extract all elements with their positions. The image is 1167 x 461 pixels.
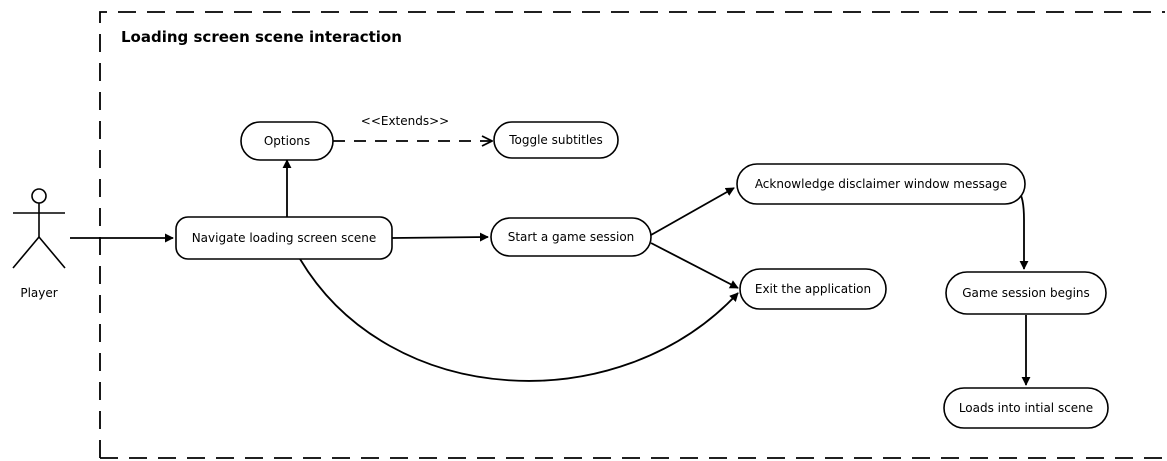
usecase-exit-application: Exit the application xyxy=(739,268,887,310)
diagram-title: Loading screen scene interaction xyxy=(121,28,402,46)
actor-player: Player xyxy=(12,188,66,300)
usecase-start-session-label: Start a game session xyxy=(508,230,635,244)
usecase-exit-label: Exit the application xyxy=(755,282,871,296)
usecase-toggle-subtitles: Toggle subtitles xyxy=(493,121,619,159)
usecase-navigate-label: Navigate loading screen scene xyxy=(192,231,377,245)
edge-start-to-acknowledge xyxy=(650,187,735,236)
actor-left-leg xyxy=(12,236,40,269)
edge-acknowledge-to-session-begins xyxy=(1017,190,1029,270)
actor-label: Player xyxy=(20,286,57,300)
usecase-loads-initial-scene: Loads into intial scene xyxy=(943,387,1109,429)
edge-navigate-to-exit xyxy=(299,258,739,382)
usecase-toggle-subtitles-label: Toggle subtitles xyxy=(508,133,603,147)
usecase-acknowledge-disclaimer: Acknowledge disclaimer window message xyxy=(736,163,1026,205)
usecase-options-label: Options xyxy=(264,134,310,148)
usecase-start-game-session: Start a game session xyxy=(490,217,652,257)
actor-right-leg xyxy=(38,236,66,269)
usecase-loads-scene-label: Loads into intial scene xyxy=(959,401,1093,415)
system-boundary xyxy=(99,11,1165,458)
usecase-session-begins-label: Game session begins xyxy=(962,286,1090,300)
usecase-navigate-loading-screen: Navigate loading screen scene xyxy=(175,216,393,260)
edge-start-to-exit xyxy=(650,242,739,289)
edge-navigate-to-start-session xyxy=(391,232,489,242)
usecase-game-session-begins: Game session begins xyxy=(945,271,1107,315)
usecase-options: Options xyxy=(240,121,334,161)
usecase-acknowledge-label: Acknowledge disclaimer window message xyxy=(755,177,1007,191)
actor-head xyxy=(31,188,47,204)
extends-label: <<Extends>> xyxy=(361,114,449,128)
